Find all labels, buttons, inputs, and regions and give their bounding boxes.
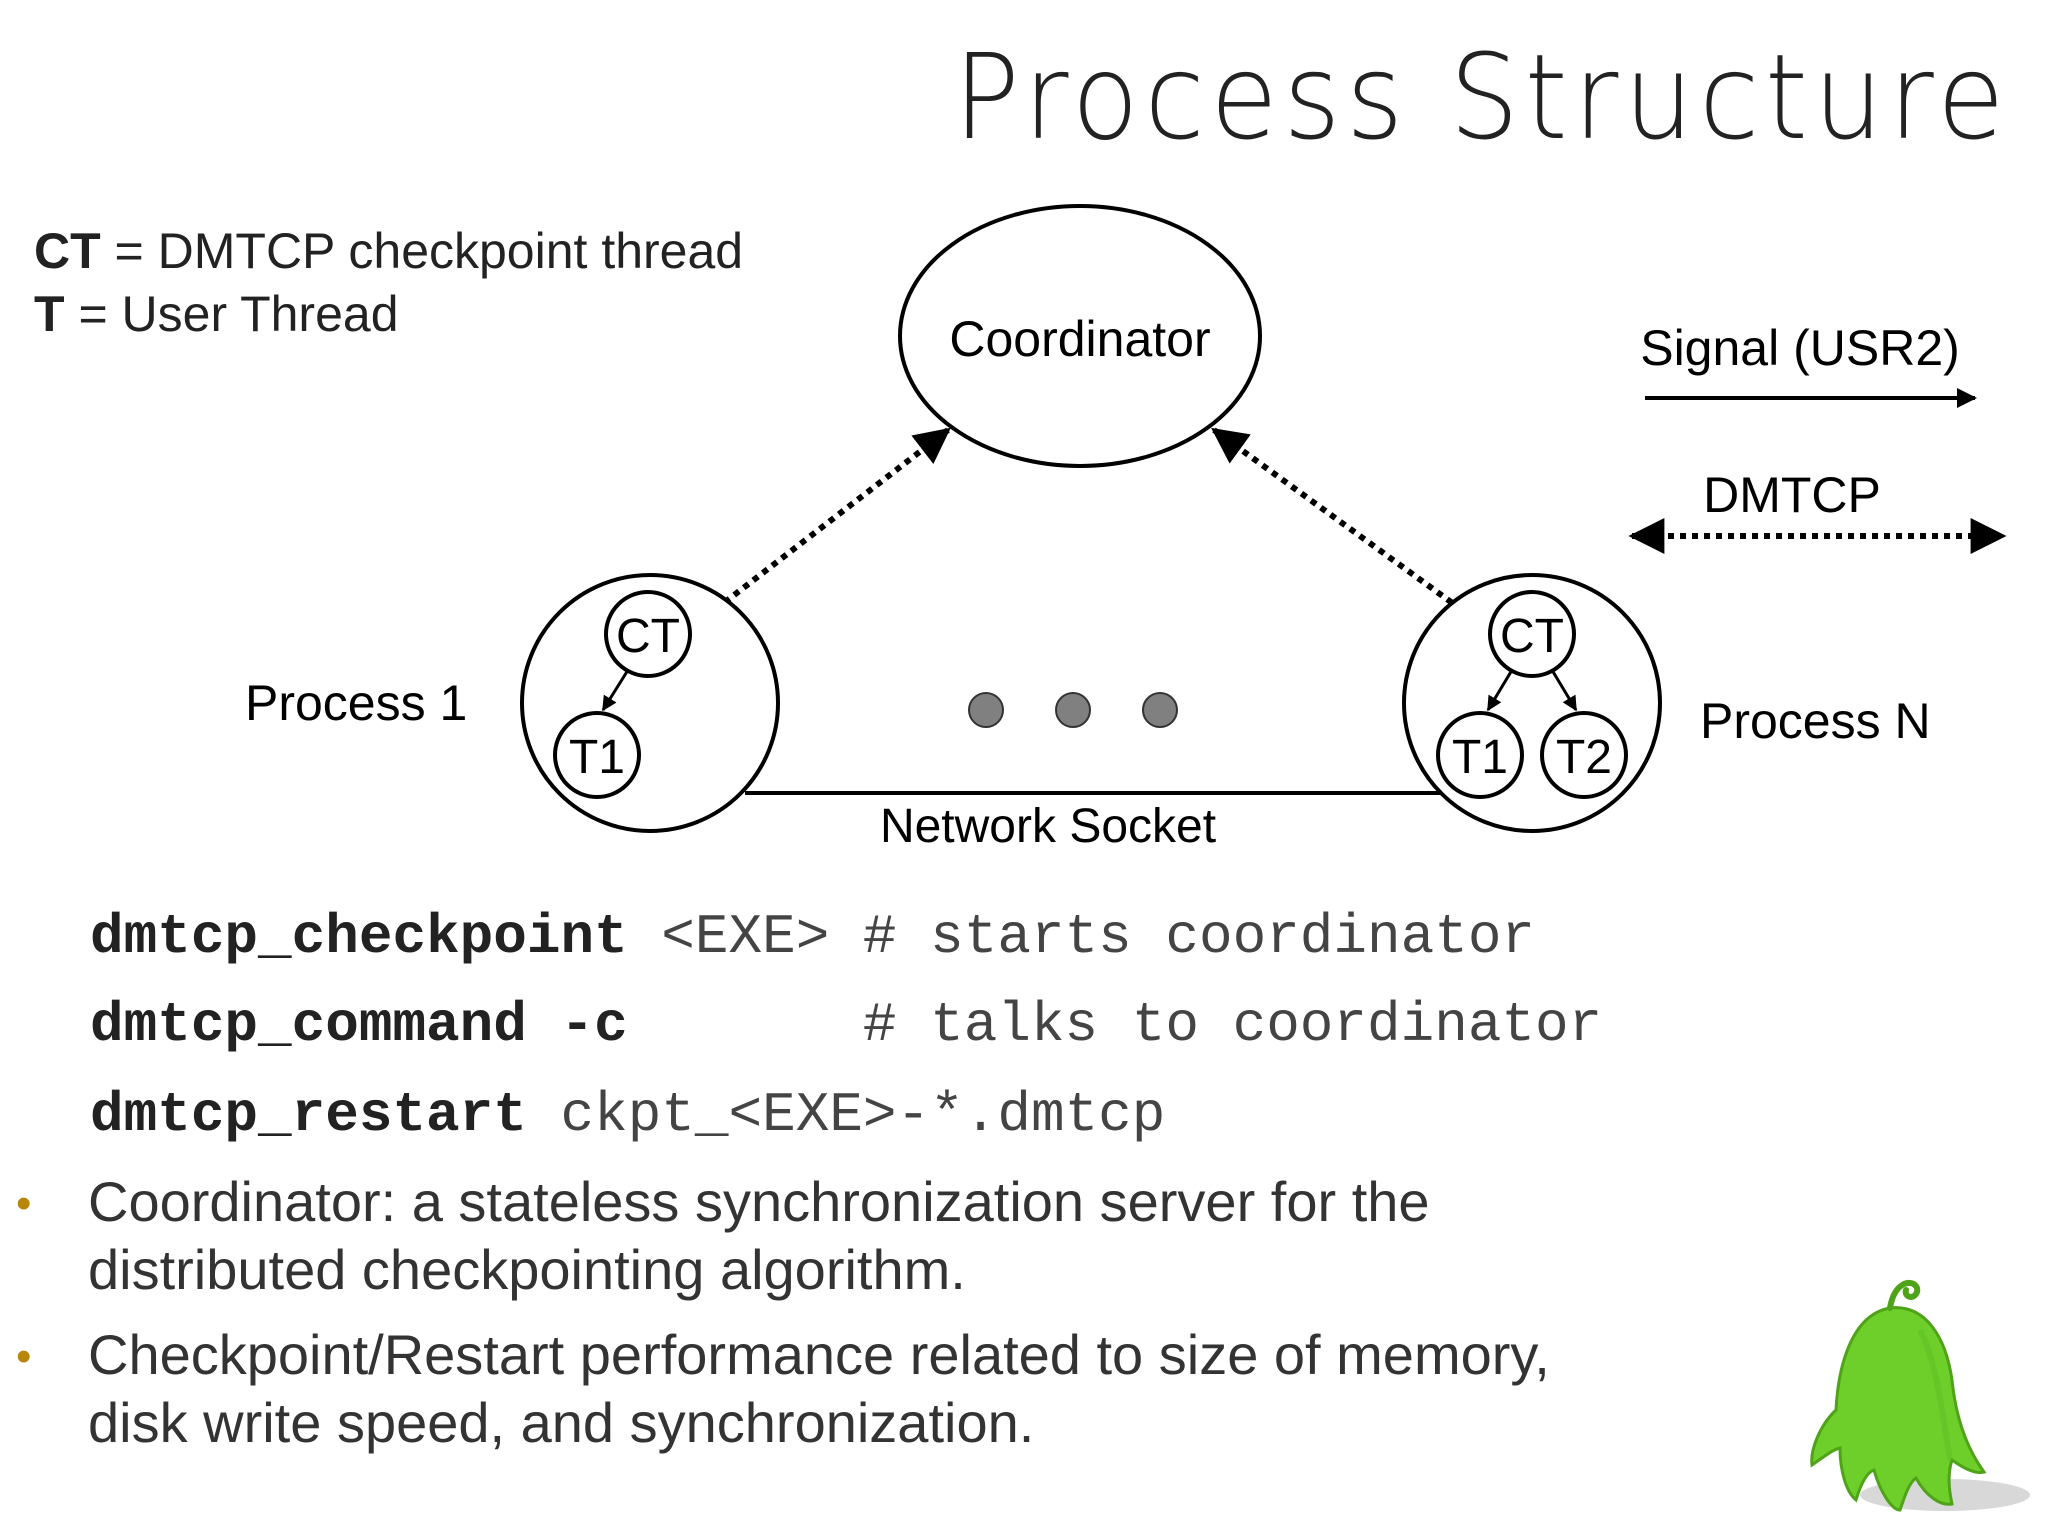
process1-ct-node: [604, 590, 692, 678]
slide-title: Process Structure: [953, 28, 2010, 166]
green-ghost-mascot-icon: [1810, 1280, 2030, 1512]
process1-ct-label: CT: [616, 610, 680, 663]
legend-t-text: = User Thread: [64, 286, 399, 342]
command-name: dmtcp_restart: [90, 1083, 527, 1147]
legend-ct-text: = DMTCP checkpoint thread: [100, 223, 744, 279]
processN-t2-node: [1540, 711, 1628, 799]
legend-t: T = User Thread: [34, 285, 399, 343]
dmtcp-link-processN: [1211, 427, 1487, 629]
processN-ct-label: CT: [1500, 610, 1564, 663]
dmtcp-key-label: DMTCP: [1703, 467, 1881, 523]
coordinator-node: [898, 204, 1262, 468]
ellipsis-dot-1: [968, 692, 1004, 728]
process1-label: Process 1: [245, 675, 467, 731]
bullet-line: Coordinator: a stateless synchronization…: [88, 1170, 1430, 1233]
bullet-performance: Checkpoint/Restart performance related t…: [88, 1321, 1788, 1457]
processN-t2-label: T2: [1556, 731, 1612, 784]
command-name: dmtcp_checkpoint: [90, 905, 628, 969]
command-checkpoint: dmtcp_checkpoint <EXE> # starts coordina…: [90, 905, 1535, 969]
network-socket-label: Network Socket: [880, 800, 1216, 853]
process1-ct-to-t1-arrow: [601, 669, 630, 712]
bullet-dot-icon: •: [16, 1332, 32, 1381]
ellipsis-dot-2: [1055, 692, 1091, 728]
bullet-line: Checkpoint/Restart performance related t…: [88, 1323, 1550, 1386]
processN-t1-label: T1: [1452, 731, 1508, 784]
ellipsis-dot-3: [1142, 692, 1178, 728]
processN-ct-to-t1-arrow: [1486, 669, 1514, 712]
command-command: dmtcp_command -c # talks to coordinator: [90, 993, 1602, 1057]
bullet-line: disk write speed, and synchronization.: [88, 1391, 1035, 1454]
command-arg: ckpt_<EXE>-*.dmtcp: [526, 1083, 1166, 1147]
bullet-coordinator: Coordinator: a stateless synchronization…: [88, 1168, 1788, 1304]
process-diagram: Coordinator Network Socket CT T1 Process…: [245, 204, 2007, 853]
processN-ct-node: [1488, 590, 1576, 678]
signal-key-label: Signal (USR2): [1640, 320, 1960, 376]
process1-t1-node: [553, 711, 641, 799]
bullet-line: distributed checkpointing algorithm.: [88, 1238, 966, 1301]
dmtcp-link-process1: [691, 427, 951, 629]
processN-t1-node: [1436, 711, 1524, 799]
command-restart: dmtcp_restart ckpt_<EXE>-*.dmtcp: [90, 1083, 1165, 1147]
legend-ct: CT = DMTCP checkpoint thread: [34, 222, 743, 280]
command-arg: <EXE> # starts coordinator: [627, 905, 1536, 969]
coordinator-label: Coordinator: [949, 311, 1210, 367]
processN-label: Process N: [1700, 693, 1931, 749]
command-name: dmtcp_command -c: [90, 993, 628, 1057]
processN-ct-to-t2-arrow: [1550, 669, 1578, 712]
bullet-dot-icon: •: [16, 1179, 32, 1228]
legend-t-abbr: T: [34, 286, 65, 342]
legend-ct-abbr: CT: [34, 223, 101, 279]
process1-t1-label: T1: [569, 731, 625, 784]
command-arg: # talks to coordinator: [627, 993, 1603, 1057]
